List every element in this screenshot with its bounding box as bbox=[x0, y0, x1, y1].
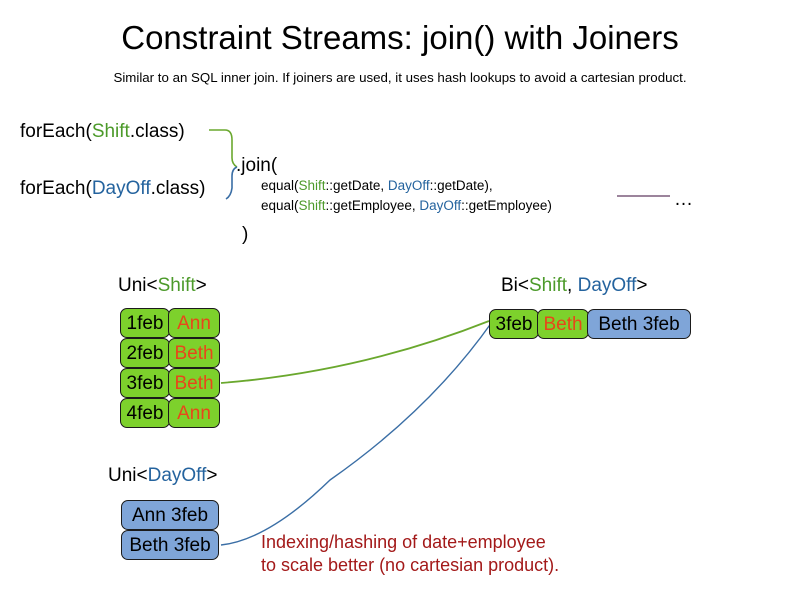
joiner-employee-left-type: Shift bbox=[298, 198, 326, 213]
foreach-dayoff-suffix: .class) bbox=[150, 178, 206, 199]
table-row[interactable]: 3feb Beth bbox=[120, 368, 220, 398]
bi-dayoff-cell: Beth 3feb bbox=[587, 309, 691, 339]
table-row[interactable]: 4feb Ann bbox=[120, 398, 220, 428]
foreach-dayoff-type: DayOff bbox=[91, 178, 151, 199]
shift-employee-cell: Ann bbox=[168, 308, 220, 338]
uni-shift-label-suffix: > bbox=[195, 275, 207, 296]
list-item[interactable]: Ann 3feb bbox=[121, 500, 219, 530]
shift-date-cell: 1feb bbox=[120, 308, 170, 338]
joiner-date-left-type: Shift bbox=[298, 178, 326, 193]
joiner-date-right-type: DayOff bbox=[387, 178, 430, 193]
uni-dayoff-label-suffix: > bbox=[206, 465, 218, 486]
list-item[interactable]: Beth 3feb bbox=[121, 530, 219, 560]
page-subtitle: Similar to an SQL inner join. If joiners… bbox=[113, 70, 687, 85]
joiner-date-prefix: equal( bbox=[261, 178, 299, 193]
joiner-employee-prefix: equal( bbox=[261, 198, 299, 213]
match-curve-dayoff bbox=[220, 321, 493, 546]
code-joiner-employee: equal(Shift::getEmployee, DayOff::getEmp… bbox=[261, 199, 552, 213]
label-bi-stream: Bi<Shift, DayOff> bbox=[501, 276, 647, 295]
continuation-ellipsis: … bbox=[674, 189, 693, 210]
code-foreach-shift: forEach(Shift.class) bbox=[20, 122, 185, 141]
table-row[interactable]: 1feb Ann bbox=[120, 308, 220, 338]
shift-date-cell: 3feb bbox=[120, 368, 170, 398]
joiner-employee-left-method: ::getEmployee, bbox=[325, 198, 420, 213]
table-row[interactable]: 2feb Beth bbox=[120, 338, 220, 368]
annotation-line-2: to scale better (no cartesian product). bbox=[261, 554, 560, 575]
page-title: Constraint Streams: join() with Joiners bbox=[121, 19, 679, 56]
joiner-date-right-method: ::getDate), bbox=[429, 178, 493, 193]
foreach-dayoff-prefix: forEach( bbox=[20, 178, 92, 199]
bi-shift-date-cell: 3feb bbox=[489, 309, 539, 339]
uni-shift-label-prefix: Uni< bbox=[118, 275, 158, 296]
foreach-shift-type: Shift bbox=[91, 121, 130, 142]
bi-shift-employee-cell: Beth bbox=[537, 309, 589, 339]
code-join-open: .join( bbox=[236, 155, 278, 176]
code-joiner-date: equal(Shift::getDate, DayOff::getDate), bbox=[261, 179, 493, 193]
annotation-line-1: Indexing/hashing of date+employee bbox=[261, 532, 546, 552]
uni-shift-label-type: Shift bbox=[157, 275, 196, 296]
bi-tuple-row[interactable]: 3feb Beth Beth 3feb bbox=[489, 309, 691, 339]
shift-date-cell: 2feb bbox=[120, 338, 170, 368]
uni-dayoff-label-type: DayOff bbox=[147, 465, 207, 486]
bi-label-separator: , bbox=[567, 275, 578, 296]
joiner-employee-right-method: ::getEmployee) bbox=[461, 198, 552, 213]
shift-date-cell: 4feb bbox=[120, 398, 170, 428]
code-foreach-dayoff: forEach(DayOff.class) bbox=[20, 179, 206, 198]
label-uni-shift: Uni<Shift> bbox=[118, 276, 207, 295]
match-curve-shift bbox=[220, 320, 490, 384]
shift-employee-cell: Ann bbox=[168, 398, 220, 428]
code-join-close: ) bbox=[242, 224, 249, 245]
bi-label-prefix: Bi< bbox=[501, 275, 529, 296]
bi-label-type-b: DayOff bbox=[577, 275, 637, 296]
shift-employee-cell: Beth bbox=[168, 368, 220, 398]
joiner-employee-right-type: DayOff bbox=[419, 198, 462, 213]
uni-dayoff-label-prefix: Uni< bbox=[108, 465, 148, 486]
bi-label-type-a: Shift bbox=[529, 275, 568, 296]
bi-label-suffix: > bbox=[636, 275, 648, 296]
annotation-note: Indexing/hashing of date+employee to sca… bbox=[261, 531, 559, 577]
joiner-date-left-method: ::getDate, bbox=[325, 178, 388, 193]
shift-employee-cell: Beth bbox=[168, 338, 220, 368]
brace-arm-shift bbox=[209, 129, 238, 168]
foreach-shift-prefix: forEach( bbox=[20, 121, 92, 142]
label-uni-dayoff: Uni<DayOff> bbox=[108, 466, 218, 485]
foreach-shift-suffix: .class) bbox=[129, 121, 185, 142]
